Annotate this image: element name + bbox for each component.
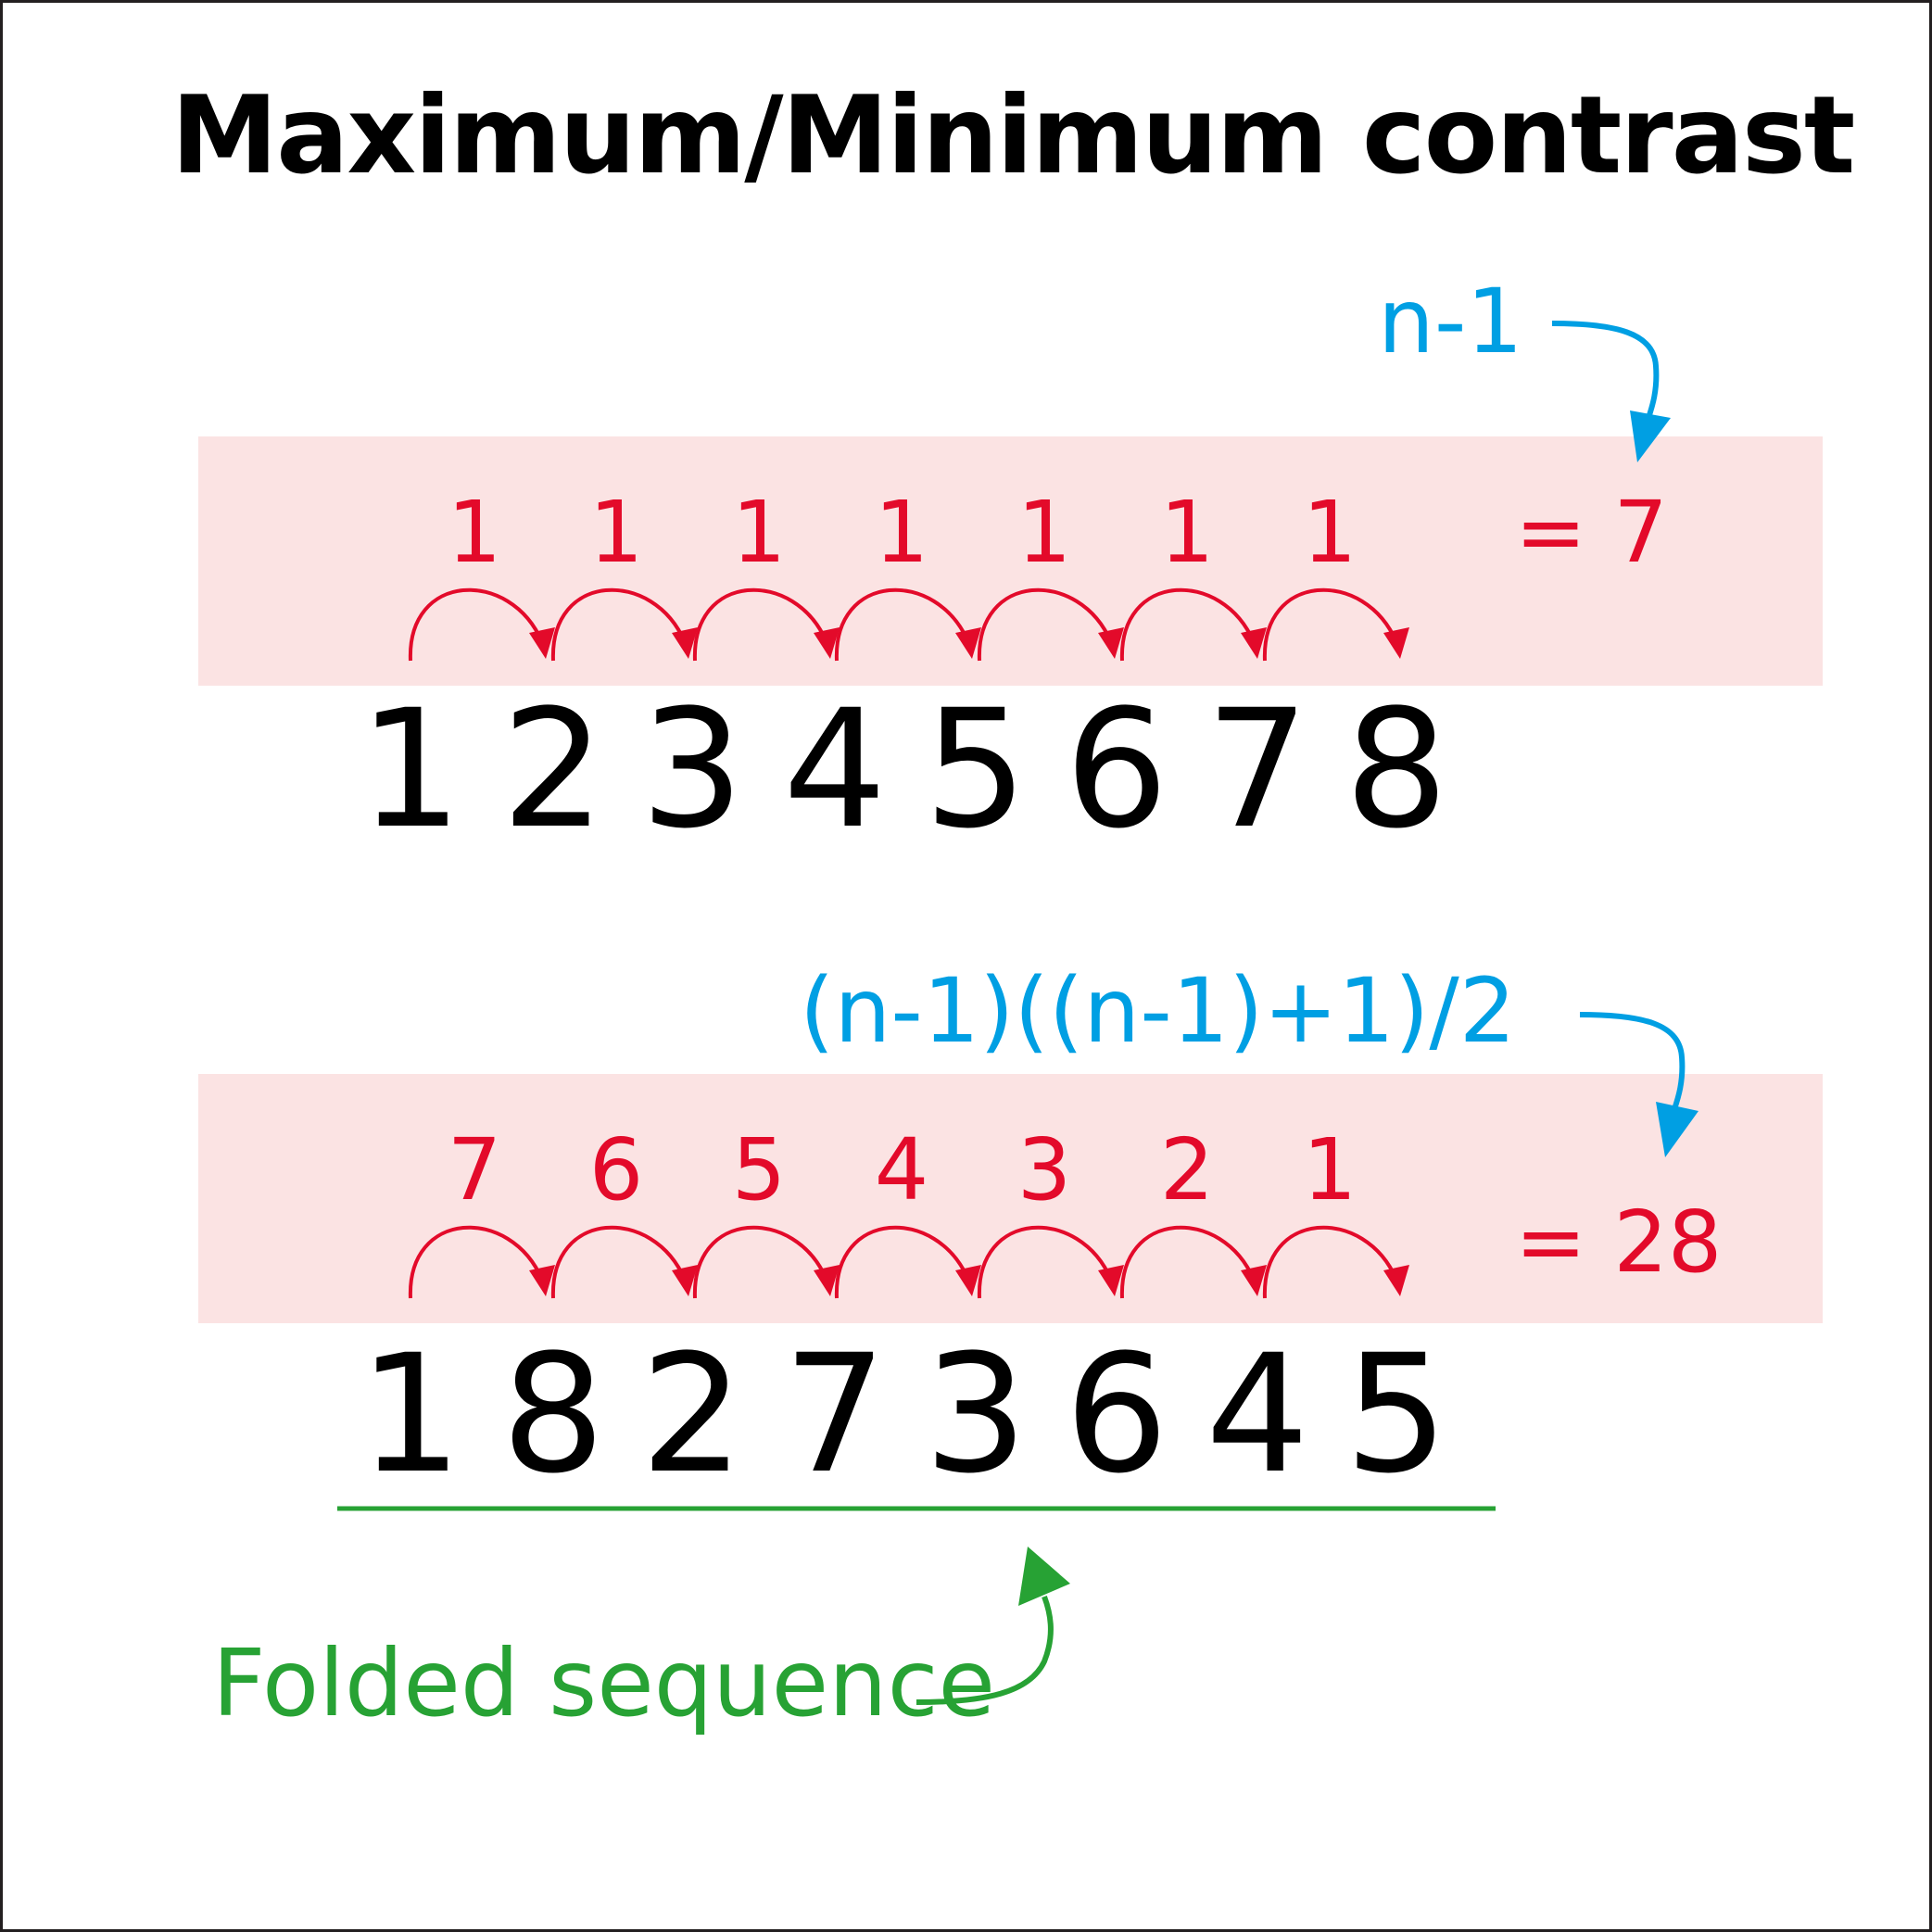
hop-arrowhead-icon [529,1265,555,1296]
hop-arrow-icon [834,1225,970,1299]
top-sequence-digit: 2 [501,675,605,865]
bottom-sequence-digit: 5 [1345,1320,1448,1509]
bottom-step-band [198,1074,1823,1323]
bottom-step-value: 4 [874,1120,929,1219]
top-sequence-digit: 5 [924,675,1028,865]
top-step-value: 1 [874,483,929,582]
hop-arrowhead-icon [955,1265,981,1296]
top-formula-arrow-icon [1551,321,1671,462]
folded-sequence-arrow-icon [915,1547,1070,1705]
bottom-sequence-digit: 7 [783,1320,887,1509]
hop-arrow-icon [550,1225,687,1299]
bottom-step-value: 1 [1302,1120,1357,1219]
diagram-arrows [337,321,1698,1705]
top-step-value: 1 [447,483,502,582]
top-step-value: 1 [1017,483,1072,582]
diagram-title: Maximum/Minimum contrast [170,73,1856,198]
bottom-sequence-digit: 2 [640,1320,744,1509]
top-sequence-digit: 3 [640,675,744,865]
hop-arrow-icon [977,1225,1113,1299]
top-sequence-digit: 7 [1206,675,1309,865]
hop-arrow-icon [692,1225,828,1299]
top-step-band [198,436,1823,686]
bottom-step-value: 3 [1017,1120,1072,1219]
bottom-sequence-digit: 3 [924,1320,1028,1509]
hop-arrowhead-icon [529,627,555,659]
hop-arrow-icon [1119,1225,1256,1299]
hop-arrowhead-icon [1241,627,1267,659]
bottom-step-value: 5 [731,1120,787,1219]
hop-arrowhead-icon [1098,627,1124,659]
bottom-step-value: 6 [588,1120,644,1219]
bottom-sequence-digit: 1 [359,1320,462,1509]
hop-arrow-icon [834,587,970,662]
top-sequence-digit: 8 [1345,675,1448,865]
bottom-sequence-digit: 4 [1206,1320,1309,1509]
bottom-step-value: 2 [1159,1120,1215,1219]
top-step-value: 1 [731,483,787,582]
hop-arrowhead-icon [1383,1265,1409,1296]
hop-arrow-icon [1119,587,1256,662]
hop-arrow-icon [1262,587,1398,662]
top-hop-arrows [408,587,1409,662]
top-formula: n-1 [1378,270,1523,373]
hop-arrow-icon [408,1225,544,1299]
top-step-value: 1 [1159,483,1215,582]
bottom-sum: = 28 [1515,1193,1723,1292]
hop-arrowhead-icon [1241,1265,1267,1296]
top-step-value: 1 [1302,483,1357,582]
hop-arrowhead-icon [1383,627,1409,659]
hop-arrow-icon [550,587,687,662]
bottom-formula: (n-1)((n-1)+1)/2 [800,959,1516,1063]
top-sequence-digit: 6 [1065,675,1168,865]
hop-arrowhead-icon [814,627,840,659]
hop-arrow-icon [408,587,544,662]
bottom-sequence-digit: 8 [501,1320,605,1509]
top-step-value: 1 [588,483,644,582]
hop-arrowhead-icon [814,1265,840,1296]
bottom-sequence-digit: 6 [1065,1320,1168,1509]
hop-arrow-icon [692,587,828,662]
hop-arrowhead-icon [955,627,981,659]
top-sum: = 7 [1515,483,1668,582]
hop-arrowhead-icon [1098,1265,1124,1296]
top-sequence-digit: 1 [359,675,462,865]
hop-arrowhead-icon [672,627,698,659]
hop-arrow-icon [1262,1225,1398,1299]
top-sequence-digit: 4 [783,675,887,865]
folded-sequence-label: Folded sequence [212,1629,996,1737]
bottom-hop-arrows [408,1225,1409,1299]
bottom-step-value: 7 [447,1120,502,1219]
hop-arrowhead-icon [672,1265,698,1296]
bottom-formula-arrow-icon [1579,1012,1698,1157]
hop-arrow-icon [977,587,1113,662]
